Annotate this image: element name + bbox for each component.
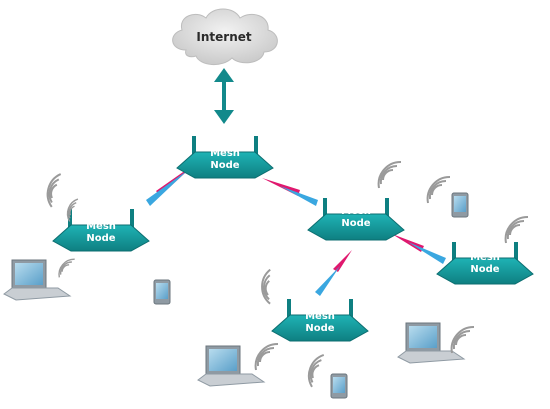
mesh-node-bottom-line1: Mesh: [305, 311, 335, 322]
router-icon: [436, 241, 534, 285]
wifi-signal-icon: [252, 268, 288, 305]
mesh-node-center: Mesh Node: [307, 197, 405, 241]
internet-cloud-icon: [172, 8, 278, 65]
mesh-node-right: Mesh Node: [436, 241, 534, 285]
wifi-signal-icon: [301, 353, 334, 389]
wireless-link-center-bottom: [315, 250, 352, 296]
wifi-signal-icon: [254, 342, 279, 371]
wireless-link-center-right: [392, 234, 446, 264]
wifi-signal-icon: [39, 173, 73, 209]
mesh-node-bottom: Mesh Node: [271, 298, 369, 342]
wifi-signal-icon: [504, 215, 529, 244]
wireless-link-top-center: [262, 178, 318, 206]
wifi-signal-icon: [62, 198, 85, 223]
mesh-node-right-line1: Mesh: [470, 252, 500, 263]
mesh-node-top-line2: Node: [210, 160, 239, 171]
mesh-node-center-line2: Node: [341, 218, 370, 229]
tablet-top-right-icon: [451, 192, 469, 218]
laptop-bottom-left-icon: [197, 345, 265, 387]
mesh-node-left-line2: Node: [86, 233, 115, 244]
uplink-arrow: [214, 68, 234, 124]
mesh-node-right-line2: Node: [470, 264, 499, 275]
laptop-left-icon: [3, 258, 76, 301]
mesh-node-left-line1: Mesh: [86, 221, 116, 232]
mesh-node-bottom-line2: Node: [305, 323, 334, 334]
mesh-node-top: Mesh Node: [176, 135, 274, 179]
mesh-node-left: Mesh Node: [52, 208, 150, 252]
tablet-bottom-icon: [330, 373, 348, 399]
internet-label: Internet: [196, 30, 251, 44]
wifi-signal-icon: [426, 175, 451, 204]
tablet-left-icon: [153, 279, 171, 305]
wifi-signal-icon: [377, 160, 402, 189]
mesh-node-center-line1: Mesh: [341, 206, 371, 217]
wifi-signal-icon: [450, 325, 475, 354]
mesh-node-top-line1: Mesh: [210, 148, 240, 159]
